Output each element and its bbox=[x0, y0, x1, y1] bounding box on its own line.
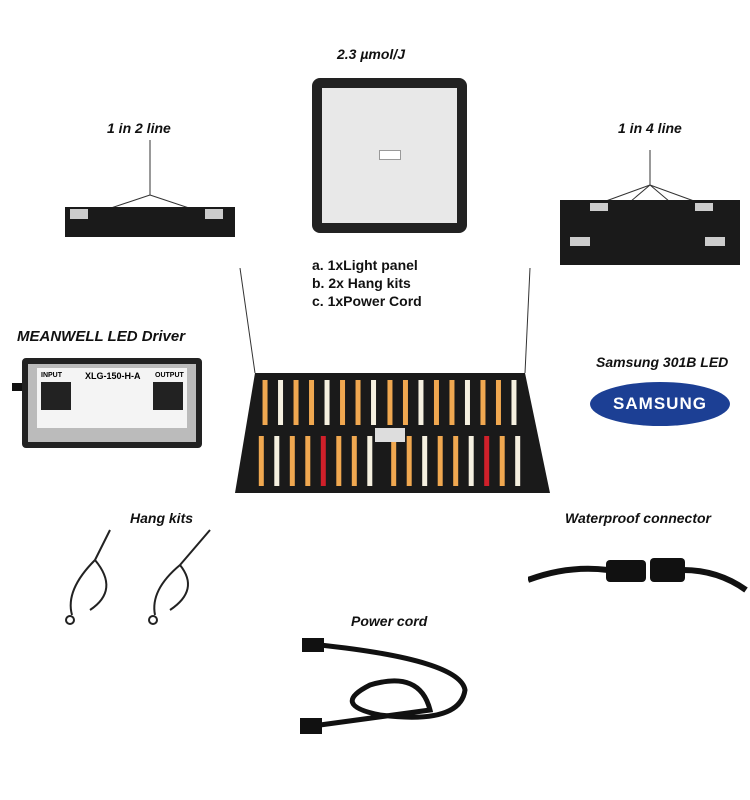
led-strip bbox=[453, 436, 459, 486]
led-driver: INPUT XLG-150-H-A OUTPUT bbox=[12, 358, 207, 448]
led-strip bbox=[340, 380, 346, 425]
led-strip bbox=[278, 380, 284, 425]
hang-kits-label: Hang kits bbox=[130, 510, 194, 526]
driver-model: XLG-150-H-A bbox=[85, 371, 141, 381]
light-panel-top-view bbox=[312, 78, 467, 233]
samsung-logo: SAMSUNG bbox=[590, 382, 730, 426]
led-strip bbox=[406, 436, 412, 486]
hang-kits-image bbox=[65, 529, 211, 625]
led-strip bbox=[351, 436, 357, 486]
led-strip bbox=[371, 380, 377, 425]
led-strip bbox=[274, 436, 280, 486]
driver-output-label: OUTPUT bbox=[155, 372, 184, 379]
led-strip bbox=[422, 436, 428, 486]
led-strip bbox=[262, 380, 268, 425]
led-strip bbox=[320, 436, 326, 486]
samsung-led-label: Samsung 301B LED bbox=[596, 354, 729, 370]
efficiency-label: 2.3 µmol/J bbox=[337, 46, 405, 62]
led-strip bbox=[437, 436, 443, 486]
driver-input-label: INPUT bbox=[41, 372, 62, 379]
led-strip bbox=[336, 436, 342, 486]
light-panel-main bbox=[235, 268, 550, 493]
driver-label: MEANWELL LED Driver bbox=[17, 328, 186, 345]
power-cord-label: Power cord bbox=[351, 613, 428, 629]
led-strip bbox=[293, 380, 299, 425]
package-item: c. 1xPower Cord bbox=[312, 293, 422, 309]
led-strip bbox=[387, 380, 393, 425]
led-strip bbox=[289, 436, 295, 486]
one-in-four-label: 1 in 4 line bbox=[618, 120, 682, 136]
waterproof-connector-label: Waterproof connector bbox=[565, 510, 711, 526]
led-strip bbox=[309, 380, 315, 425]
power-cord-image bbox=[300, 638, 468, 734]
led-strip bbox=[480, 380, 486, 425]
led-strip bbox=[468, 436, 474, 486]
package-contents: a. 1xLight panel b. 2x Hang kits c. 1xPo… bbox=[312, 256, 422, 310]
led-strip bbox=[495, 380, 501, 425]
led-strip bbox=[515, 436, 521, 486]
led-strip bbox=[324, 380, 330, 425]
led-strip bbox=[305, 436, 311, 486]
led-strip bbox=[418, 380, 424, 425]
led-strip bbox=[402, 380, 408, 425]
led-strip bbox=[391, 436, 397, 486]
led-strip bbox=[367, 436, 373, 486]
package-item: b. 2x Hang kits bbox=[312, 275, 411, 291]
package-item: a. 1xLight panel bbox=[312, 257, 418, 273]
one-in-two-wiring bbox=[65, 140, 235, 237]
led-strip bbox=[484, 436, 490, 486]
led-strip bbox=[258, 436, 264, 486]
one-in-two-label: 1 in 2 line bbox=[107, 120, 171, 136]
led-strip bbox=[449, 380, 455, 425]
led-strip bbox=[464, 380, 470, 425]
led-strip bbox=[355, 380, 361, 425]
led-strip bbox=[511, 380, 517, 425]
one-in-four-wiring bbox=[560, 150, 740, 265]
waterproof-connector-image bbox=[528, 558, 748, 593]
led-strip bbox=[499, 436, 505, 486]
led-strip bbox=[433, 380, 439, 425]
